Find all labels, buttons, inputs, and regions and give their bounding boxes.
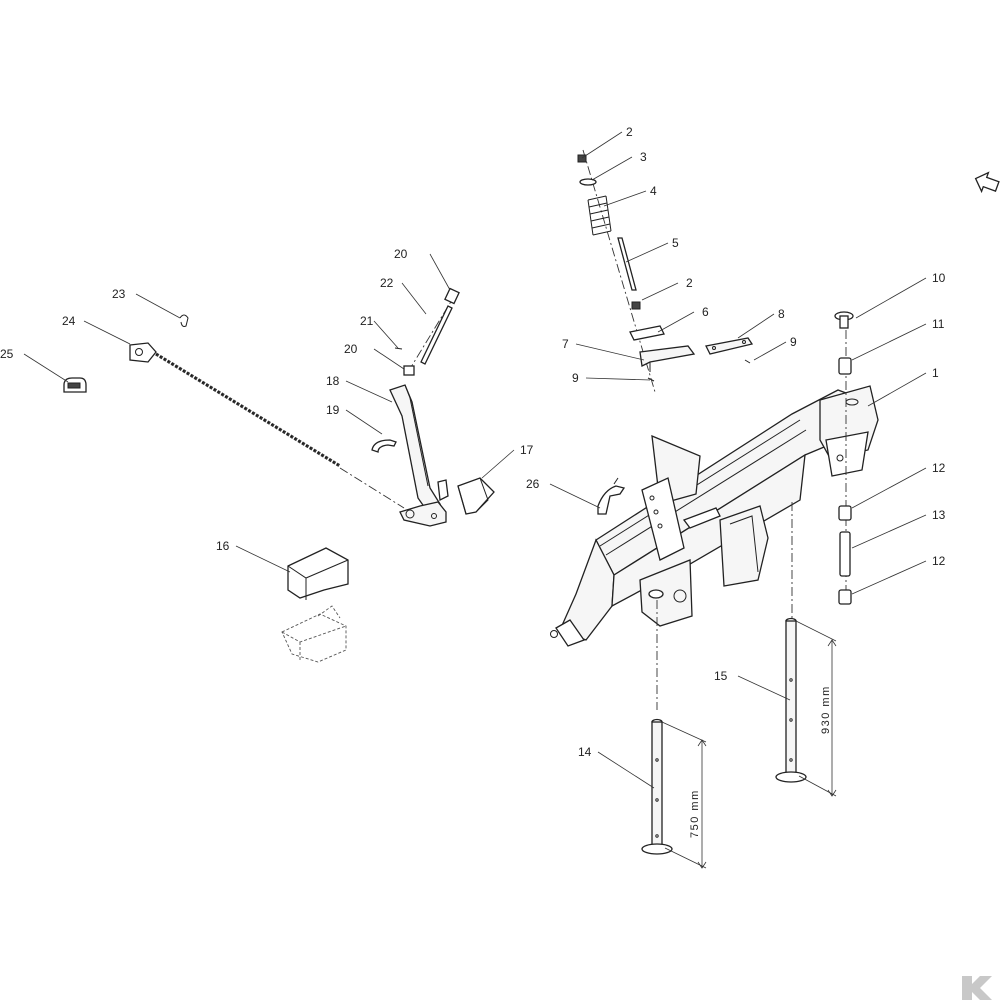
part-23-clip xyxy=(179,314,189,327)
callout-6: 6 xyxy=(702,305,709,319)
arrow-icon[interactable] xyxy=(972,169,1000,196)
part-26-clamp xyxy=(597,477,626,515)
logo-icon xyxy=(962,976,992,1000)
callout-7: 7 xyxy=(562,337,569,351)
part-24-chain xyxy=(129,342,341,468)
callout-20-top: 20 xyxy=(394,247,408,261)
callout-16: 16 xyxy=(216,539,230,553)
parts-10-13-bushes xyxy=(834,311,854,605)
callout-25: 25 xyxy=(0,347,14,361)
callout-3: 3 xyxy=(640,150,647,164)
callout-9-left: 9 xyxy=(572,371,579,385)
callout-24: 24 xyxy=(62,314,76,328)
callout-12-top: 12 xyxy=(932,461,946,475)
spring-assembly xyxy=(577,149,754,393)
dimension-930: 930 mm xyxy=(820,685,832,734)
part-17-bracket xyxy=(457,477,495,515)
part-15-leg xyxy=(775,617,837,797)
callout-10: 10 xyxy=(932,271,946,285)
part-14-leg xyxy=(641,718,707,869)
callout-5: 5 xyxy=(672,236,679,250)
callout-22: 22 xyxy=(380,276,394,290)
callout-20-lower: 20 xyxy=(344,342,358,356)
callout-labels: 2 3 4 5 2 6 7 8 9 9 10 11 1 12 13 12 15 … xyxy=(0,125,946,759)
callout-1: 1 xyxy=(932,366,939,380)
callout-19: 19 xyxy=(326,403,340,417)
callout-2-top: 2 xyxy=(626,125,633,139)
callout-2-lower: 2 xyxy=(686,276,693,290)
callout-21: 21 xyxy=(360,314,374,328)
part-25-shackle xyxy=(63,377,87,393)
callout-12-bottom: 12 xyxy=(932,554,946,568)
callout-4: 4 xyxy=(650,184,657,198)
part-16-cover xyxy=(281,547,349,663)
callout-8: 8 xyxy=(778,307,785,321)
callout-13: 13 xyxy=(932,508,946,522)
callout-17: 17 xyxy=(520,443,534,457)
callout-15: 15 xyxy=(714,669,728,683)
callout-26: 26 xyxy=(526,477,540,491)
callout-23: 23 xyxy=(112,287,126,301)
parking-stand-assembly xyxy=(339,287,460,527)
part-1-drawbar xyxy=(550,330,879,710)
callout-14: 14 xyxy=(578,745,592,759)
dimension-750: 750 mm xyxy=(689,789,701,838)
callout-9-right: 9 xyxy=(790,335,797,349)
leader-lines xyxy=(23,131,927,789)
callout-18: 18 xyxy=(326,374,340,388)
callout-11: 11 xyxy=(932,317,945,331)
